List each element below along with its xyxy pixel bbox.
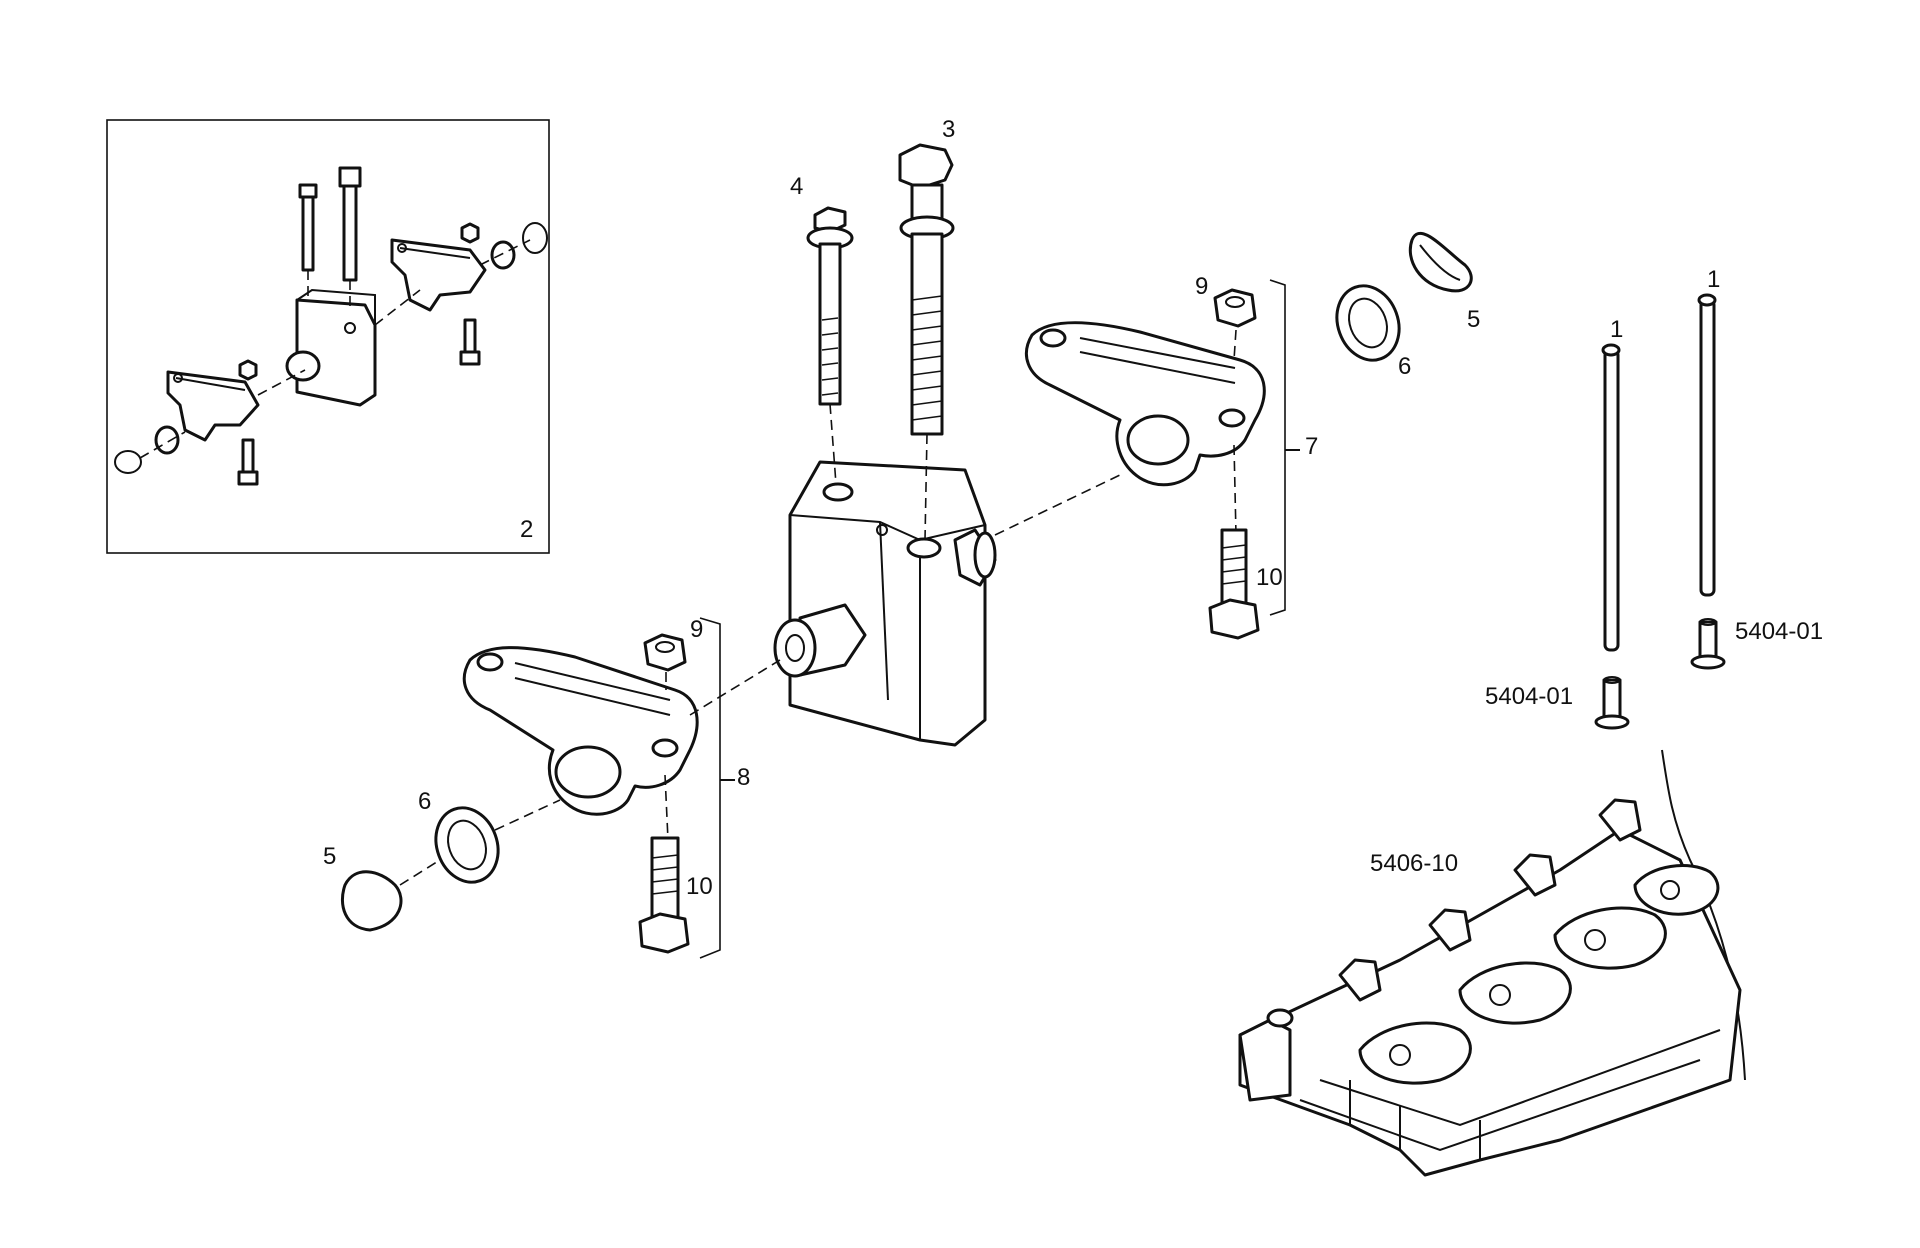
callout-tappet-right: 5404-01 — [1735, 618, 1824, 645]
callout-pushrod-left: 1 — [1610, 316, 1624, 343]
callout-rocker-set-left: 8 — [737, 764, 751, 791]
rocker-arm-left — [462, 646, 781, 816]
callout-bolt-long: 3 — [942, 116, 956, 143]
brace-7 — [1269, 279, 1286, 616]
cylinder-head — [1238, 749, 1746, 1177]
bolt-short-4 — [806, 206, 854, 485]
callout-assembly-inset: 2 — [520, 516, 534, 543]
adjust-screw-left — [638, 774, 690, 954]
callout-washer-left: 6 — [418, 788, 432, 815]
washer-left — [434, 799, 561, 884]
circlip-left — [340, 859, 441, 932]
callout-circlip-left: 5 — [323, 843, 337, 870]
callout-tappet-left: 5404-01 — [1485, 683, 1574, 710]
assembly-inset — [106, 119, 550, 554]
pushrod-left — [1601, 343, 1621, 652]
tappet-right — [1690, 618, 1726, 670]
callout-nut-right: 9 — [1195, 273, 1209, 300]
adjust-screw-right — [1208, 444, 1260, 640]
bolt-long-3 — [898, 143, 955, 541]
callout-adjust-screw-left: 10 — [686, 873, 713, 900]
nut-right — [1213, 288, 1257, 361]
callout-cylinder-head: 5406-10 — [1370, 850, 1459, 877]
inset-rocker-right — [390, 238, 487, 312]
pushrod-right — [1697, 293, 1717, 597]
inset-rocker-left — [166, 370, 260, 442]
nut-left — [643, 633, 687, 690]
rocker-pedestal — [773, 460, 997, 747]
rocker-arm-right — [994, 321, 1266, 536]
callout-rocker-set-right: 7 — [1305, 433, 1319, 460]
circlip-right — [1408, 231, 1473, 293]
inset-pedestal — [285, 288, 377, 407]
callout-adjust-screw-right: 10 — [1256, 564, 1283, 591]
washer-right — [1335, 284, 1401, 362]
tappet-left — [1594, 676, 1630, 730]
callout-pushrod-right: 1 — [1707, 266, 1721, 293]
callout-washer-right: 6 — [1398, 353, 1412, 380]
brace-8 — [699, 617, 721, 959]
callout-circlip-right: 5 — [1467, 306, 1481, 333]
inset-small-parts — [114, 222, 548, 486]
inset-bolts — [298, 166, 362, 310]
callout-bolt-short: 4 — [790, 173, 804, 200]
callout-nut-left: 9 — [690, 616, 704, 643]
inset-frame — [106, 119, 550, 554]
